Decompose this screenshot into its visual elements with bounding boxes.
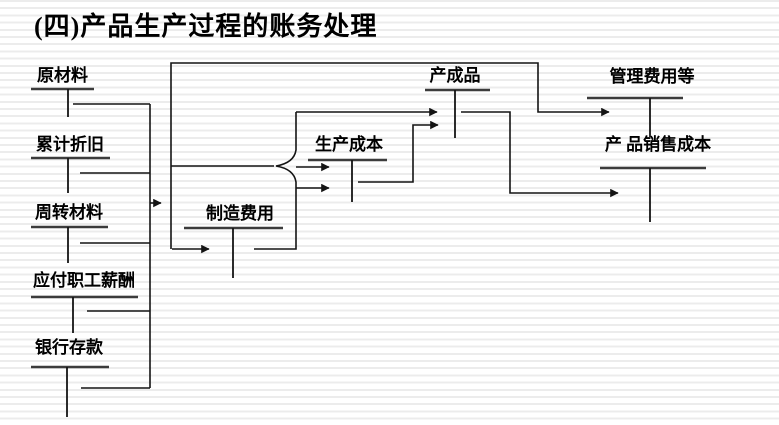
t-account-accumulated-depreciation [31,156,110,193]
account-label-revolving-materials: 周转材料 [35,203,103,222]
distribution-bracket [170,62,610,254]
account-label-admin-expenses: 管理费用等 [609,67,695,86]
source-collector-bus [73,103,162,389]
account-label-finished-goods: 产成品 [429,66,481,85]
account-label-production-cost: 生产成本 [315,135,383,154]
account-label-manufacturing-overhead: 制造费用 [206,204,274,223]
arrow-production-cost-to-finished-goods [358,120,439,183]
arrow-finished-goods-to-cogs [461,111,619,198]
t-account-raw-materials [31,87,94,117]
account-label-bank-deposits: 银行存款 [35,338,103,357]
account-label-accumulated-depreciation: 累计折旧 [36,135,104,154]
slide-title: (四)产品生产过程的账务处理 [34,12,378,41]
t-account-employee-pay-payable [31,295,138,333]
t-account-bank-deposits [31,365,109,417]
arrow-to-admin-expenses [170,62,610,249]
account-label-cost-of-goods-sold: 产 品销售成本 [604,135,712,154]
t-account-cost-of-goods-sold [600,166,706,222]
t-account-manufacturing-overhead [184,226,283,278]
brace-curve [254,112,297,250]
brace-fork [254,107,438,250]
t-account-revolving-materials [31,225,108,263]
t-account-production-cost [308,158,387,202]
t-account-admin-expenses [587,96,683,137]
account-label-raw-materials: 原材料 [37,66,88,85]
t-account-finished-goods [425,88,490,138]
account-label-employee-pay-payable: 应付职工薪酬 [33,271,135,290]
